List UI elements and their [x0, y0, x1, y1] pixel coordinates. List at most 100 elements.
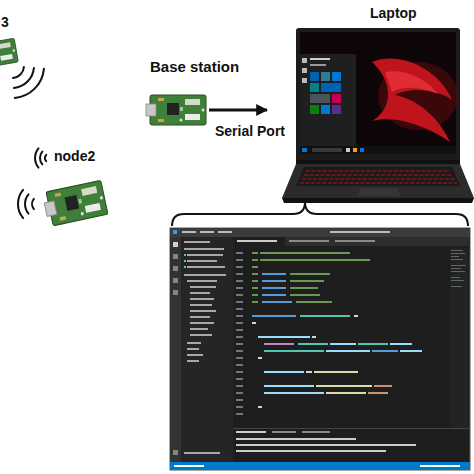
laptop-picture-part — [312, 148, 342, 152]
code-editor-screenshot-part — [170, 237, 181, 462]
code-editor-screenshot-part — [290, 294, 320, 296]
code-editor-screenshot-part — [260, 259, 370, 261]
radio-waves-part — [32, 199, 34, 209]
code-editor-screenshot-part — [400, 350, 422, 352]
code-editor-screenshot-part — [390, 343, 412, 345]
laptop-picture-part — [302, 78, 307, 83]
code-editor-screenshot-part — [262, 280, 286, 282]
laptop-picture — [282, 28, 474, 203]
code-editor-screenshot-part-part — [187, 354, 203, 356]
code-editor-screenshot-part — [218, 231, 232, 233]
laptop-picture-part — [282, 198, 474, 203]
code-editor-screenshot-part — [290, 287, 318, 289]
code-editor-screenshot-part-part — [236, 280, 243, 282]
laptop-picture-part — [332, 94, 341, 103]
code-editor-screenshot-part-part — [187, 348, 199, 350]
code-editor-screenshot-part — [182, 231, 196, 233]
code-editor-screenshot-part — [262, 294, 286, 296]
sensor-board-part — [0, 38, 18, 70]
laptop-picture-part — [302, 68, 307, 73]
device-node: 3 — [0, 44, 14, 64]
code-editor-screenshot-part-part — [236, 315, 243, 317]
laptop-picture-part — [372, 58, 452, 142]
code-editor-screenshot-part — [262, 273, 286, 275]
code-editor-screenshot-part — [358, 343, 388, 345]
code-editor-screenshot-part-part — [451, 250, 463, 251]
code-editor-screenshot-part-part — [236, 350, 243, 352]
code-editor-screenshot-part — [252, 280, 258, 282]
code-editor-screenshot-part-part — [184, 452, 220, 454]
radio-waves-part — [25, 194, 28, 213]
device-node: Base station — [150, 95, 206, 125]
base-station-board — [146, 95, 206, 125]
code-editor-screenshot-part-part — [184, 241, 210, 243]
laptop-picture-part-part — [306, 170, 450, 171]
code-editor-screenshot-part — [290, 280, 324, 282]
code-editor-screenshot-part-part — [451, 280, 464, 281]
code-editor-screenshot-part — [289, 240, 329, 242]
code-editor-screenshot-part-part — [184, 260, 186, 262]
laptop-picture-part-part — [300, 182, 457, 183]
bracket — [172, 202, 468, 226]
code-editor-screenshot-part — [262, 301, 292, 303]
code-editor-screenshot-part — [252, 315, 296, 317]
laptop-picture-part — [310, 64, 326, 66]
code-editor-screenshot-part — [173, 450, 178, 455]
code-editor-screenshot-part-part — [236, 406, 243, 408]
code-editor-screenshot-part — [252, 301, 258, 303]
laptop-picture-part — [310, 105, 319, 114]
code-editor-screenshot-part-part — [236, 392, 243, 394]
laptop-picture-part — [310, 83, 319, 92]
laptop-picture-part — [321, 105, 330, 114]
laptop-picture-part — [310, 58, 330, 60]
code-editor-screenshot-part — [260, 252, 350, 254]
radio-waves-part — [45, 155, 46, 161]
code-editor-screenshot-part-part — [190, 328, 208, 330]
code-editor-screenshot-part-part — [236, 343, 243, 345]
code-editor-screenshot-part — [236, 252, 243, 415]
code-editor-screenshot-part — [330, 343, 356, 345]
code-editor-screenshot-part — [173, 266, 178, 271]
laptop-picture-part-part — [302, 178, 455, 179]
code-editor-screenshot-part — [314, 371, 358, 373]
code-editor-screenshot-part-part — [236, 378, 243, 380]
code-editor-screenshot-part-part — [236, 329, 243, 331]
code-editor-screenshot-part-part — [184, 248, 224, 250]
code-editor-screenshot-part — [170, 228, 470, 470]
code-editor-screenshot-part — [450, 248, 468, 428]
sensor-board — [42, 180, 108, 226]
code-editor-screenshot-part-part — [236, 385, 243, 387]
code-editor-screenshot-part-part — [184, 254, 186, 256]
code-editor-screenshot-part-part — [451, 259, 463, 260]
code-editor-screenshot-part — [335, 240, 375, 242]
code-editor-screenshot-part — [184, 241, 226, 454]
code-editor-screenshot-part — [296, 301, 332, 303]
code-editor-screenshot-part — [173, 242, 178, 247]
code-editor-screenshot-part — [173, 230, 177, 234]
code-editor-screenshot-part — [236, 450, 386, 452]
code-editor-screenshot-part-part — [451, 286, 462, 287]
code-editor-screenshot-part-part — [190, 322, 214, 324]
serial-arrow — [209, 109, 267, 112]
code-editor-screenshot-part — [233, 237, 285, 246]
radio-waves-part — [15, 69, 44, 98]
code-editor-screenshot-part — [170, 228, 470, 237]
code-editor-screenshot-part-part — [190, 292, 210, 294]
code-editor-screenshot-part — [451, 250, 466, 287]
radio-waves — [18, 148, 46, 218]
code-editor-screenshot-part — [170, 462, 470, 470]
laptop-picture-part — [321, 83, 341, 92]
edge-label-box: Serial Port — [213, 123, 287, 139]
laptop-picture-part — [358, 188, 400, 196]
code-editor-screenshot — [170, 228, 470, 470]
code-editor-screenshot-part-part — [187, 260, 217, 262]
code-editor-screenshot-part — [306, 371, 312, 373]
code-editor-screenshot-part-part — [187, 360, 199, 362]
edge-label: Serial Port — [213, 123, 287, 139]
code-editor-screenshot-part — [264, 392, 324, 394]
laptop-picture-part — [296, 160, 460, 164]
radio-waves-part — [40, 152, 42, 165]
laptop-picture-part — [282, 164, 474, 198]
code-editor-screenshot-part — [252, 273, 258, 275]
code-editor-screenshot-part — [252, 322, 256, 324]
